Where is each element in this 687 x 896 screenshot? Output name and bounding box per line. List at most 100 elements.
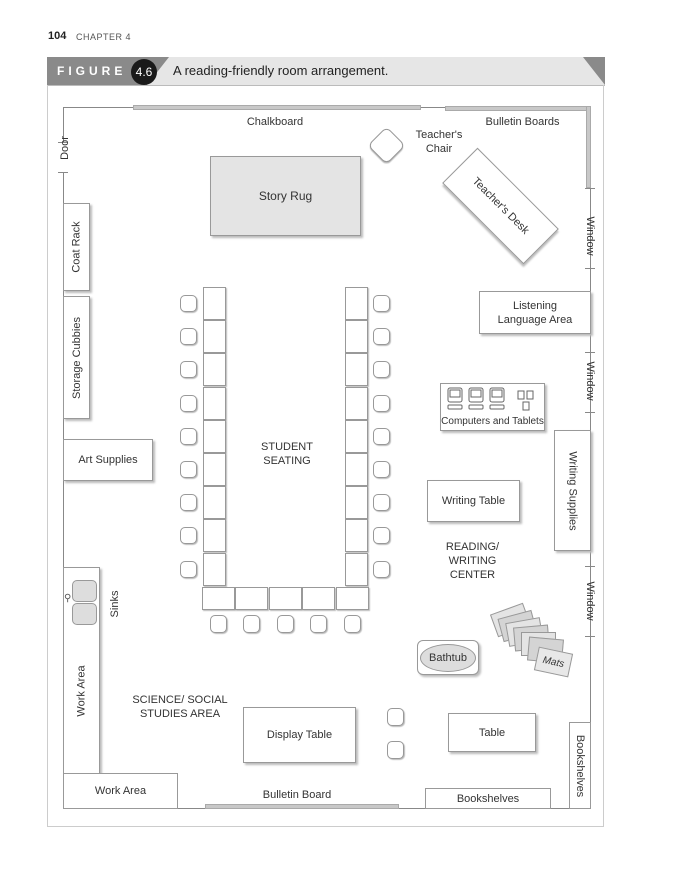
student-seating-label: STUDENT SEATING bbox=[261, 441, 313, 467]
wall-left-lower bbox=[63, 172, 64, 808]
student-desk bbox=[203, 453, 226, 486]
art-supplies: Art Supplies bbox=[63, 439, 153, 481]
student-chair bbox=[276, 615, 294, 633]
student-desk bbox=[345, 353, 368, 387]
student-desk bbox=[345, 486, 368, 520]
bulletin-boards-top bbox=[445, 106, 591, 111]
student-chair bbox=[180, 527, 197, 545]
sink bbox=[72, 580, 97, 602]
student-chair bbox=[373, 560, 390, 578]
student-desk bbox=[302, 587, 336, 610]
bookshelves-side-label: Bookshelves bbox=[574, 734, 586, 797]
figure-banner-corner bbox=[583, 57, 605, 85]
keyboard-icon bbox=[447, 404, 463, 410]
student-desk bbox=[202, 587, 235, 610]
keyboard-icon bbox=[468, 404, 484, 410]
student-desk bbox=[345, 453, 368, 486]
writing-supplies: Writing Supplies bbox=[554, 430, 591, 551]
student-chair bbox=[180, 328, 197, 346]
window-tick bbox=[585, 268, 595, 269]
student-chair bbox=[373, 527, 390, 545]
bulletin-boards-side bbox=[586, 106, 591, 188]
window-tick bbox=[585, 566, 595, 567]
wall-left-upper bbox=[63, 107, 64, 142]
figure-number: 4.6 bbox=[131, 59, 157, 85]
writing-table: Writing Table bbox=[427, 480, 520, 522]
student-desk bbox=[203, 519, 226, 553]
student-desk bbox=[345, 386, 368, 420]
window-label: Window bbox=[584, 581, 596, 621]
display-table: Display Table bbox=[243, 707, 356, 763]
student-desk bbox=[203, 287, 226, 320]
storage-cubbies-label: Storage Cubbies bbox=[70, 316, 83, 399]
student-chair bbox=[180, 361, 197, 379]
computers-label: Computers and Tablets bbox=[441, 416, 544, 427]
student-desk bbox=[345, 552, 368, 586]
student-desk bbox=[203, 552, 226, 586]
student-desk bbox=[345, 419, 368, 453]
screen-icon bbox=[491, 389, 503, 398]
student-chair bbox=[373, 394, 390, 412]
bookshelves-bottom: Bookshelves bbox=[425, 788, 551, 809]
door-label: Door bbox=[59, 136, 71, 160]
student-desk bbox=[335, 587, 369, 610]
table: Table bbox=[448, 713, 536, 752]
reading-writing-center-label: READING/ WRITING CENTER bbox=[445, 541, 500, 581]
student-chair bbox=[373, 328, 390, 346]
screen-icon bbox=[470, 389, 482, 398]
page-number: 104 bbox=[48, 30, 67, 42]
window-label: Window bbox=[584, 216, 596, 256]
science-area-label: SCIENCE/ SOCIAL STUDIES AREA bbox=[132, 694, 228, 720]
coat-rack-label: Coat Rack bbox=[70, 221, 83, 273]
figure-frame bbox=[47, 85, 604, 827]
student-desk bbox=[203, 353, 226, 387]
tablet-icon bbox=[517, 390, 525, 400]
window-label: Window bbox=[584, 361, 596, 401]
tablet-icon bbox=[522, 401, 530, 411]
student-chair bbox=[180, 394, 197, 412]
window-tick bbox=[585, 636, 595, 637]
student-desk bbox=[203, 386, 226, 420]
window-tick bbox=[585, 352, 595, 353]
chalkboard-label: Chalkboard bbox=[246, 116, 304, 128]
work-area-side-label: Work Area bbox=[75, 664, 88, 717]
student-chair bbox=[373, 427, 390, 445]
work-area-bottom: Work Area bbox=[63, 773, 178, 809]
bathtub: Bathtub bbox=[420, 643, 476, 672]
student-chair bbox=[373, 361, 390, 379]
figure-caption: A reading-friendly room arrangement. bbox=[173, 63, 389, 78]
door-tick bbox=[58, 142, 68, 143]
bulletin-board-label: Bulletin Board bbox=[262, 789, 332, 801]
sinks-label: Sinks bbox=[109, 590, 121, 618]
keyboard-icon bbox=[489, 404, 505, 410]
student-desk bbox=[345, 320, 368, 354]
teachers-chair-label: Teacher's Chair bbox=[415, 129, 463, 155]
chalkboard bbox=[133, 105, 421, 110]
student-chair bbox=[210, 615, 227, 633]
figure-banner-dark bbox=[47, 57, 147, 85]
faucet-icon: ⚲ bbox=[64, 593, 72, 604]
student-chair bbox=[373, 461, 390, 478]
window-tick bbox=[585, 188, 595, 189]
bulletin-boards-label: Bulletin Boards bbox=[485, 116, 560, 128]
student-desk bbox=[203, 320, 226, 354]
student-desk bbox=[268, 587, 302, 610]
storage-cubbies: Storage Cubbies bbox=[63, 296, 90, 419]
chapter-label: CHAPTER 4 bbox=[76, 32, 132, 42]
chair bbox=[387, 741, 404, 759]
writing-supplies-label: Writing Supplies bbox=[566, 450, 579, 531]
coat-rack: Coat Rack bbox=[63, 203, 90, 291]
student-desk bbox=[345, 519, 368, 553]
screen-icon bbox=[449, 389, 461, 398]
student-chair bbox=[243, 615, 261, 633]
student-chair bbox=[310, 615, 328, 633]
student-chair bbox=[180, 494, 197, 512]
student-chair bbox=[343, 615, 361, 633]
tablet-icon bbox=[526, 390, 534, 400]
computer-icons bbox=[447, 387, 534, 411]
door-tick bbox=[58, 172, 68, 173]
student-chair bbox=[180, 427, 197, 445]
student-desk bbox=[345, 287, 368, 320]
student-chair bbox=[373, 494, 390, 512]
listening-area: Listening Language Area bbox=[479, 291, 591, 334]
